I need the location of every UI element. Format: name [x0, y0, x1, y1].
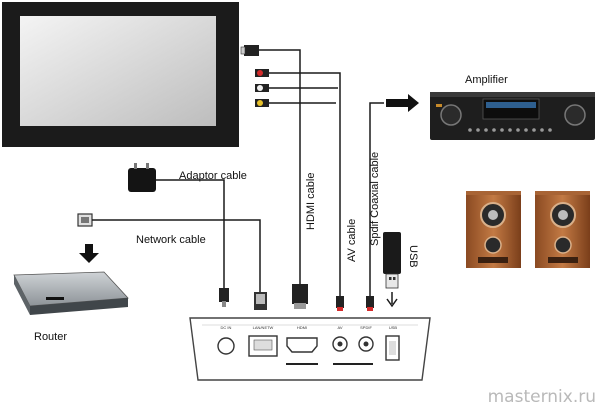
router-label: Router	[34, 331, 67, 343]
rca-plug-white-icon	[255, 84, 269, 92]
tv-set	[2, 2, 239, 147]
port-lan-label: LAN/NETW	[253, 325, 274, 330]
port-dc-label: DC IN	[221, 325, 232, 330]
port-usb-label: USB	[389, 325, 398, 330]
lan-plug-icon	[254, 292, 267, 310]
hdmi-port	[286, 337, 318, 353]
cables	[92, 49, 384, 300]
usb-stick-icon	[383, 232, 401, 289]
arrow-down-icon	[79, 244, 99, 263]
av-cable-line	[268, 72, 341, 300]
arrow-right-icon	[386, 94, 419, 112]
usb-label: USB	[407, 245, 419, 268]
router-device	[13, 271, 129, 315]
hdmi-cable-label: HDMI cable	[305, 173, 317, 230]
adaptor-cable-line	[156, 179, 225, 292]
watermark-text: masternix.ru	[488, 387, 596, 407]
speaker-right	[535, 191, 590, 268]
dc-plug-icon	[219, 288, 229, 307]
rca-plug-red-icon	[255, 69, 269, 77]
hdmi-plug-box-icon	[292, 284, 308, 309]
amplifier-label: Amplifier	[465, 74, 508, 86]
port-hdmi-label: HDMI	[297, 325, 307, 330]
rca-plug-yellow-icon	[255, 99, 269, 107]
hdmi-cable-line	[258, 49, 301, 285]
network-cable-line	[92, 219, 261, 293]
port-av-label: AV	[337, 325, 342, 330]
av-plug-icon	[336, 296, 344, 311]
spdif-plug-icon	[366, 296, 374, 311]
hdmi-plug-icon	[240, 45, 259, 56]
network-plug-icon	[77, 213, 93, 227]
speaker-left	[466, 191, 521, 268]
av-cable-label: AV cable	[346, 219, 358, 262]
dc-port	[217, 337, 235, 355]
port-spdif-label: SPDIF	[360, 325, 372, 330]
spdif-cable-line	[369, 102, 384, 300]
spdif-cable-label: Spdif Coaxial cable	[369, 152, 381, 246]
media-player-box: DC IN LAN/NETW HDMI AV SPDIF USB	[189, 317, 431, 381]
network-cable-label: Network cable	[136, 234, 206, 246]
power-adaptor-icon	[128, 163, 156, 192]
adaptor-cable-label: Adaptor cable	[179, 170, 247, 182]
amplifier-device	[430, 92, 595, 140]
